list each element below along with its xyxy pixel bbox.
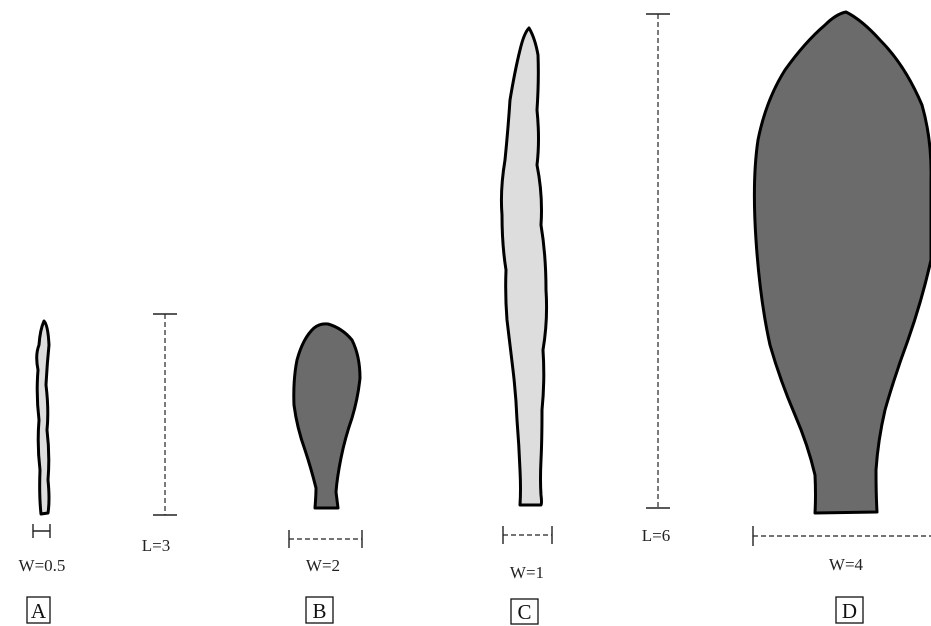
- width-label-a: W=0.5: [19, 556, 66, 575]
- panel-box-d: D: [836, 597, 863, 623]
- width-bar-c: [503, 526, 552, 544]
- width-bar-d: [753, 526, 931, 546]
- length-bar-3: [153, 314, 177, 515]
- leaf-shape-a: [37, 321, 49, 514]
- length-bar-6: [646, 14, 670, 508]
- width-label-b: W=2: [306, 556, 340, 575]
- length-label-6: L=6: [642, 526, 670, 545]
- panel-box-b: B: [306, 597, 333, 623]
- width-bar-a: [33, 524, 50, 538]
- leaf-shape-d: [754, 12, 931, 513]
- width-label-c: W=1: [510, 563, 544, 582]
- leaf-shape-b: [294, 324, 360, 508]
- leaf-shape-c: [501, 28, 546, 505]
- panel-box-a: A: [27, 597, 50, 623]
- panel-label-c: C: [517, 600, 531, 624]
- width-bar-b: [289, 530, 362, 548]
- panel-label-b: B: [312, 599, 326, 623]
- panel-box-c: C: [511, 599, 538, 624]
- panel-label-a: A: [31, 599, 47, 623]
- width-label-d: W=4: [829, 555, 864, 574]
- panel-label-d: D: [842, 599, 857, 623]
- length-label-3: L=3: [142, 536, 170, 555]
